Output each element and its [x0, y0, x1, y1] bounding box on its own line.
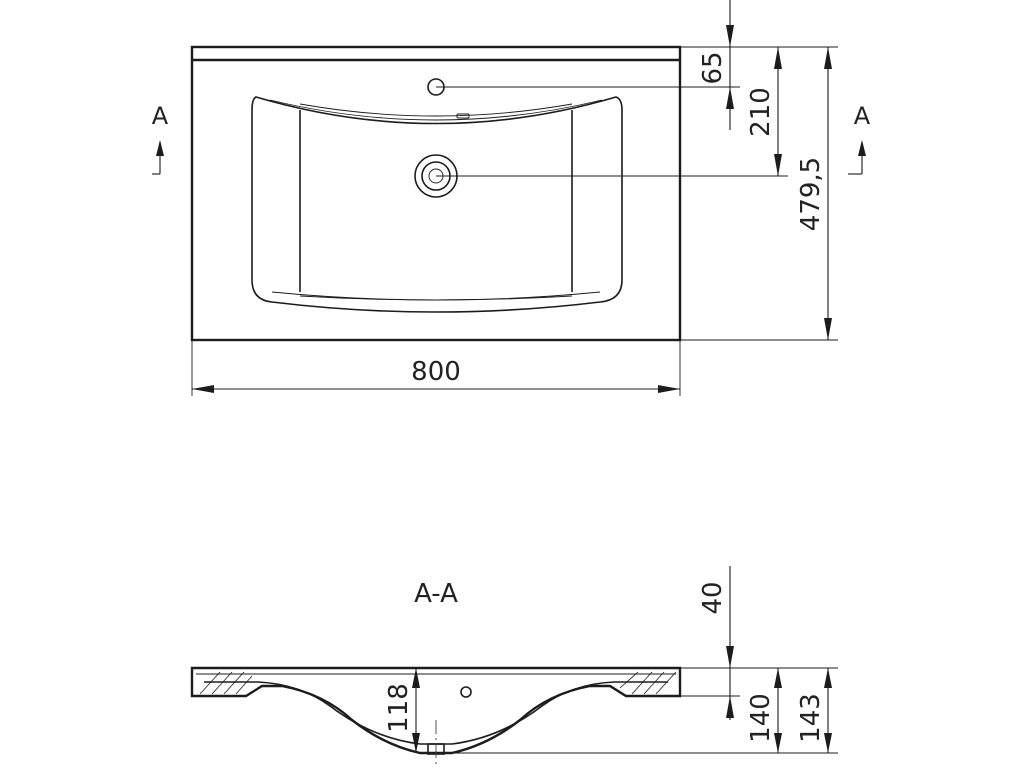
section-marker-right-letter: A [854, 102, 871, 130]
overflow-slot [456, 113, 470, 119]
section-title: A-A [414, 579, 458, 609]
total-height-label: 143 [796, 693, 826, 743]
width-dimension: 800 [192, 357, 680, 393]
inner-height-label: 140 [746, 693, 776, 743]
section-hatch-left [199, 671, 253, 695]
bowl-inner-rim-bottom-2 [299, 295, 573, 301]
depth-dimension: 479,5 [796, 47, 832, 340]
bowl-inner-rim-bottom [271, 291, 601, 301]
tap-offset-label: 65 [698, 51, 728, 84]
total-height-dimension: 143 [796, 668, 832, 753]
section-hatch-right [619, 671, 677, 695]
width-label: 800 [411, 357, 461, 387]
basin-outline [190, 45, 682, 342]
section-overflow-hole [460, 686, 472, 698]
tap-offset-dimension: 65 [698, 0, 734, 130]
bowl-inner-rim-top [269, 99, 603, 121]
rim-label: 40 [698, 581, 728, 614]
section-marker-left-letter: A [152, 102, 169, 130]
bowl-inner-rim-top-2 [299, 103, 573, 117]
section-view: A-A [190, 566, 838, 768]
bowl-depth-label: 118 [384, 683, 414, 733]
drain-offset-dimension: 210 [746, 47, 782, 176]
section-marker-right: A [848, 102, 871, 175]
bowl-outline [251, 96, 623, 313]
depth-label: 479,5 [796, 157, 826, 231]
drain-offset-label: 210 [746, 87, 776, 137]
rim-dimension: 40 [698, 566, 734, 720]
inner-height-dimension: 140 [746, 668, 782, 753]
bowl-depth-dimension: 118 [384, 668, 420, 753]
section-marker-left: A [152, 102, 169, 175]
section-profile-outer [190, 666, 682, 755]
section-profile-inner [204, 681, 668, 745]
top-view: 800 65 210 479,5 A [152, 0, 871, 396]
